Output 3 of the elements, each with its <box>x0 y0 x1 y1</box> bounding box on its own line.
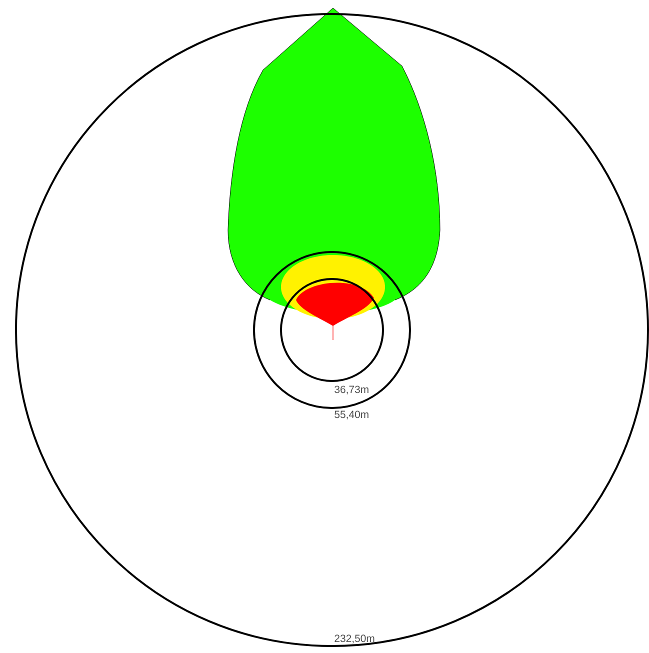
distance-label: 55,40m <box>334 410 368 420</box>
distance-label: 232,50m <box>334 634 374 644</box>
distance-label: 36,73m <box>334 386 368 394</box>
